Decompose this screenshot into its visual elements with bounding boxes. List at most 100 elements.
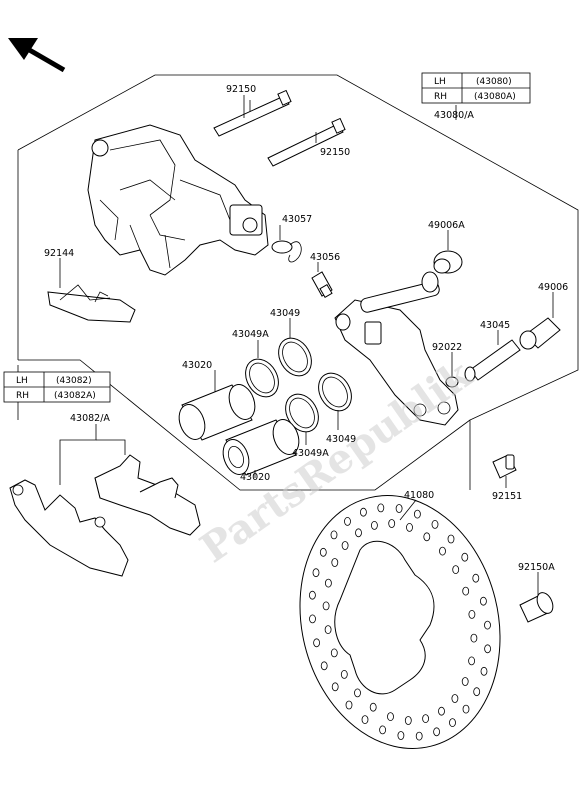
- pistons-43020: [178, 384, 300, 476]
- disc-hole: [447, 534, 455, 544]
- disc-hole: [355, 528, 362, 538]
- disc-hole: [462, 704, 470, 714]
- disc-hole: [354, 688, 361, 698]
- label-92151: 92151: [492, 491, 522, 502]
- disc-hole: [331, 682, 339, 692]
- label-43049-right: 43049: [326, 434, 356, 445]
- disc-hole: [461, 677, 469, 686]
- disc-hole: [438, 706, 445, 716]
- disc-hole: [415, 731, 423, 741]
- disc-hole: [369, 702, 377, 712]
- label-43049-top: 43049: [270, 308, 300, 319]
- disc-hole: [331, 558, 339, 567]
- disc-hole: [468, 610, 476, 619]
- disc-hole: [404, 716, 412, 725]
- disc-hole: [431, 520, 439, 529]
- disc-hole: [449, 718, 456, 727]
- label-92150-mid: 92150: [320, 147, 350, 158]
- disc-hole: [313, 638, 321, 648]
- pad-spring-92144: [47, 284, 136, 323]
- disc-hole: [308, 590, 316, 600]
- label-92150-top: 92150: [226, 84, 256, 95]
- disc-hole: [370, 521, 378, 530]
- bleeder-43056: [311, 271, 333, 299]
- caliper-variant-table: LH (43080) RH (43080A): [421, 72, 531, 104]
- caliper-bracket: [334, 271, 459, 426]
- pad-table-lh: LH: [16, 376, 28, 386]
- label-43020-bottom: 43020: [240, 472, 270, 483]
- label-43080: 43080/A: [434, 110, 474, 121]
- disc-hole: [439, 546, 446, 556]
- caliper-table-rh-part: (43080A): [474, 92, 516, 102]
- disc-hole: [479, 596, 487, 606]
- disc-hole: [330, 530, 338, 540]
- clip-43057: [271, 240, 302, 263]
- label-43049A-left: 43049A: [232, 329, 269, 340]
- disc-hole: [388, 519, 396, 528]
- disc-hole: [472, 573, 480, 583]
- disc-hole: [468, 656, 476, 666]
- bolt-92151: [492, 454, 517, 479]
- label-43049A-bottom: 43049A: [292, 448, 329, 459]
- disc-hole: [330, 648, 338, 658]
- label-49006: 49006: [538, 282, 568, 293]
- disc-hole: [480, 666, 488, 676]
- pad-table-rh: RH: [16, 391, 29, 401]
- disc-hole: [406, 523, 413, 532]
- disc-hole: [340, 670, 348, 679]
- label-49006A: 49006A: [428, 220, 465, 231]
- disc-hole: [452, 565, 460, 574]
- disc-hole: [387, 712, 394, 721]
- disc-hole: [309, 614, 316, 624]
- label-43082: 43082/A: [70, 413, 110, 424]
- washer-92022: [445, 376, 459, 388]
- pad-table-lh-part: (43082): [56, 376, 92, 386]
- caliper-table-lh-part: (43080): [476, 77, 512, 87]
- pad-table-rh-part: (43082A): [54, 391, 96, 401]
- boot-49006: [519, 317, 561, 350]
- disc-hole: [413, 509, 421, 519]
- piston-seals: [245, 337, 352, 433]
- disc-hole: [395, 504, 403, 513]
- disc-drill-holes: [308, 503, 492, 741]
- disc-hole: [484, 620, 491, 630]
- disc-hole: [319, 547, 327, 557]
- disc-hole: [320, 661, 328, 671]
- disc-hole: [462, 586, 470, 596]
- label-43045: 43045: [480, 320, 510, 331]
- bolt-92150A: [519, 592, 554, 623]
- label-41080: 41080: [404, 490, 434, 501]
- boot-49006A: [433, 250, 463, 274]
- label-43020-top: 43020: [182, 360, 212, 371]
- disc-hole: [433, 727, 441, 737]
- direction-arrow-icon: [8, 38, 66, 73]
- disc-hole: [345, 700, 353, 710]
- pin-92150-upper: [213, 89, 292, 137]
- disc-hole: [322, 601, 330, 611]
- disc-hole: [344, 517, 351, 526]
- disc-hole: [423, 532, 431, 542]
- disc-hole: [397, 731, 405, 740]
- label-92144: 92144: [44, 248, 74, 259]
- pad-variant-table: LH (43082) RH (43082A): [3, 371, 111, 403]
- disc-hole: [470, 633, 478, 643]
- disc-hole: [361, 715, 369, 724]
- disc-hole: [379, 725, 387, 735]
- caliper-body: [87, 124, 269, 276]
- disc-hole: [324, 578, 332, 588]
- label-43057: 43057: [282, 214, 312, 225]
- disc-hole: [422, 714, 430, 723]
- label-92150A: 92150A: [518, 562, 555, 573]
- disc-hole: [377, 503, 385, 513]
- caliper-table-lh: LH: [434, 77, 446, 87]
- leader-lines: [59, 95, 554, 596]
- disc-hole: [484, 644, 492, 654]
- pin-43045: [464, 339, 521, 382]
- disc-hole: [312, 568, 320, 578]
- part-labels: 92150 92150 43080/A 43057 92144 43056 49…: [44, 84, 568, 573]
- disc-hole: [473, 687, 481, 697]
- label-43056: 43056: [310, 252, 340, 263]
- disc-hole: [341, 541, 349, 550]
- brake-pads: [9, 454, 201, 577]
- brake-disc-41080: [299, 495, 501, 749]
